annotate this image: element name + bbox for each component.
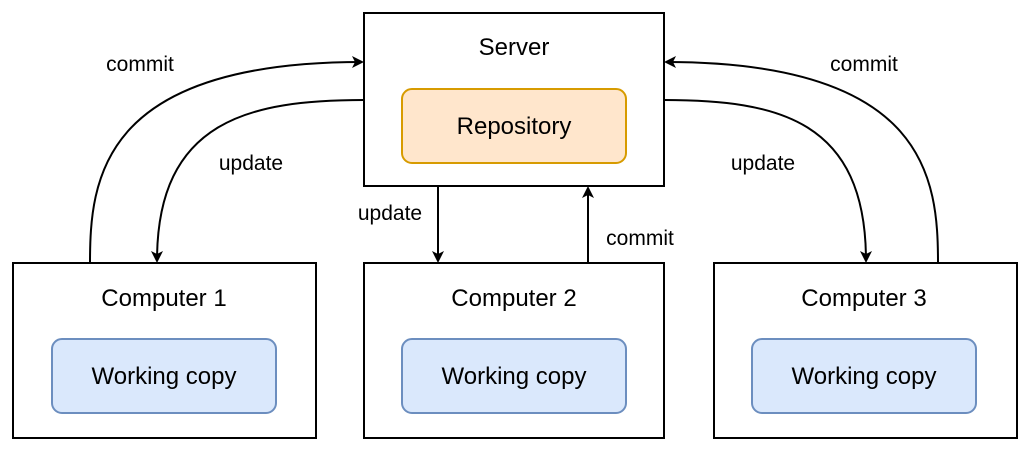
server-node: Server Repository <box>363 12 665 187</box>
server-title: Server <box>479 34 550 61</box>
computer-1-title: Computer 1 <box>101 285 226 312</box>
computer-3-working-copy: Working copy <box>751 338 977 414</box>
working-copy-label: Working copy <box>792 363 937 390</box>
edge-label-c3-commit: commit <box>830 53 898 76</box>
computer-3-node: Computer 3 Working copy <box>713 262 1018 439</box>
edge-c1-commit <box>89 56 364 264</box>
working-copy-box <box>51 338 277 414</box>
edge-label-c2-commit: commit <box>606 227 674 250</box>
edge-label-c2-update: update <box>358 202 422 225</box>
working-copy-label: Working copy <box>442 363 587 390</box>
edge-label-c1-update: update <box>219 152 283 175</box>
edge-label-c3-update: update <box>731 152 795 175</box>
computer-1-node: Computer 1 Working copy <box>12 262 317 439</box>
repository-node: Repository <box>401 88 627 164</box>
repository-label: Repository <box>457 113 572 140</box>
edge-c3-commit <box>664 56 939 264</box>
edge-label-c1-commit: commit <box>106 53 174 76</box>
edge-c3-update <box>663 99 872 263</box>
computer-2-working-copy: Working copy <box>401 338 627 414</box>
working-copy-box <box>751 338 977 414</box>
computer-2-title: Computer 2 <box>451 285 576 312</box>
working-copy-label: Working copy <box>92 363 237 390</box>
working-copy-box <box>401 338 627 414</box>
computer-1-working-copy: Working copy <box>51 338 277 414</box>
repository-box <box>401 88 627 164</box>
edge-c1-update <box>151 99 365 263</box>
computer-3-title: Computer 3 <box>801 285 926 312</box>
computer-2-node: Computer 2 Working copy <box>363 262 665 439</box>
